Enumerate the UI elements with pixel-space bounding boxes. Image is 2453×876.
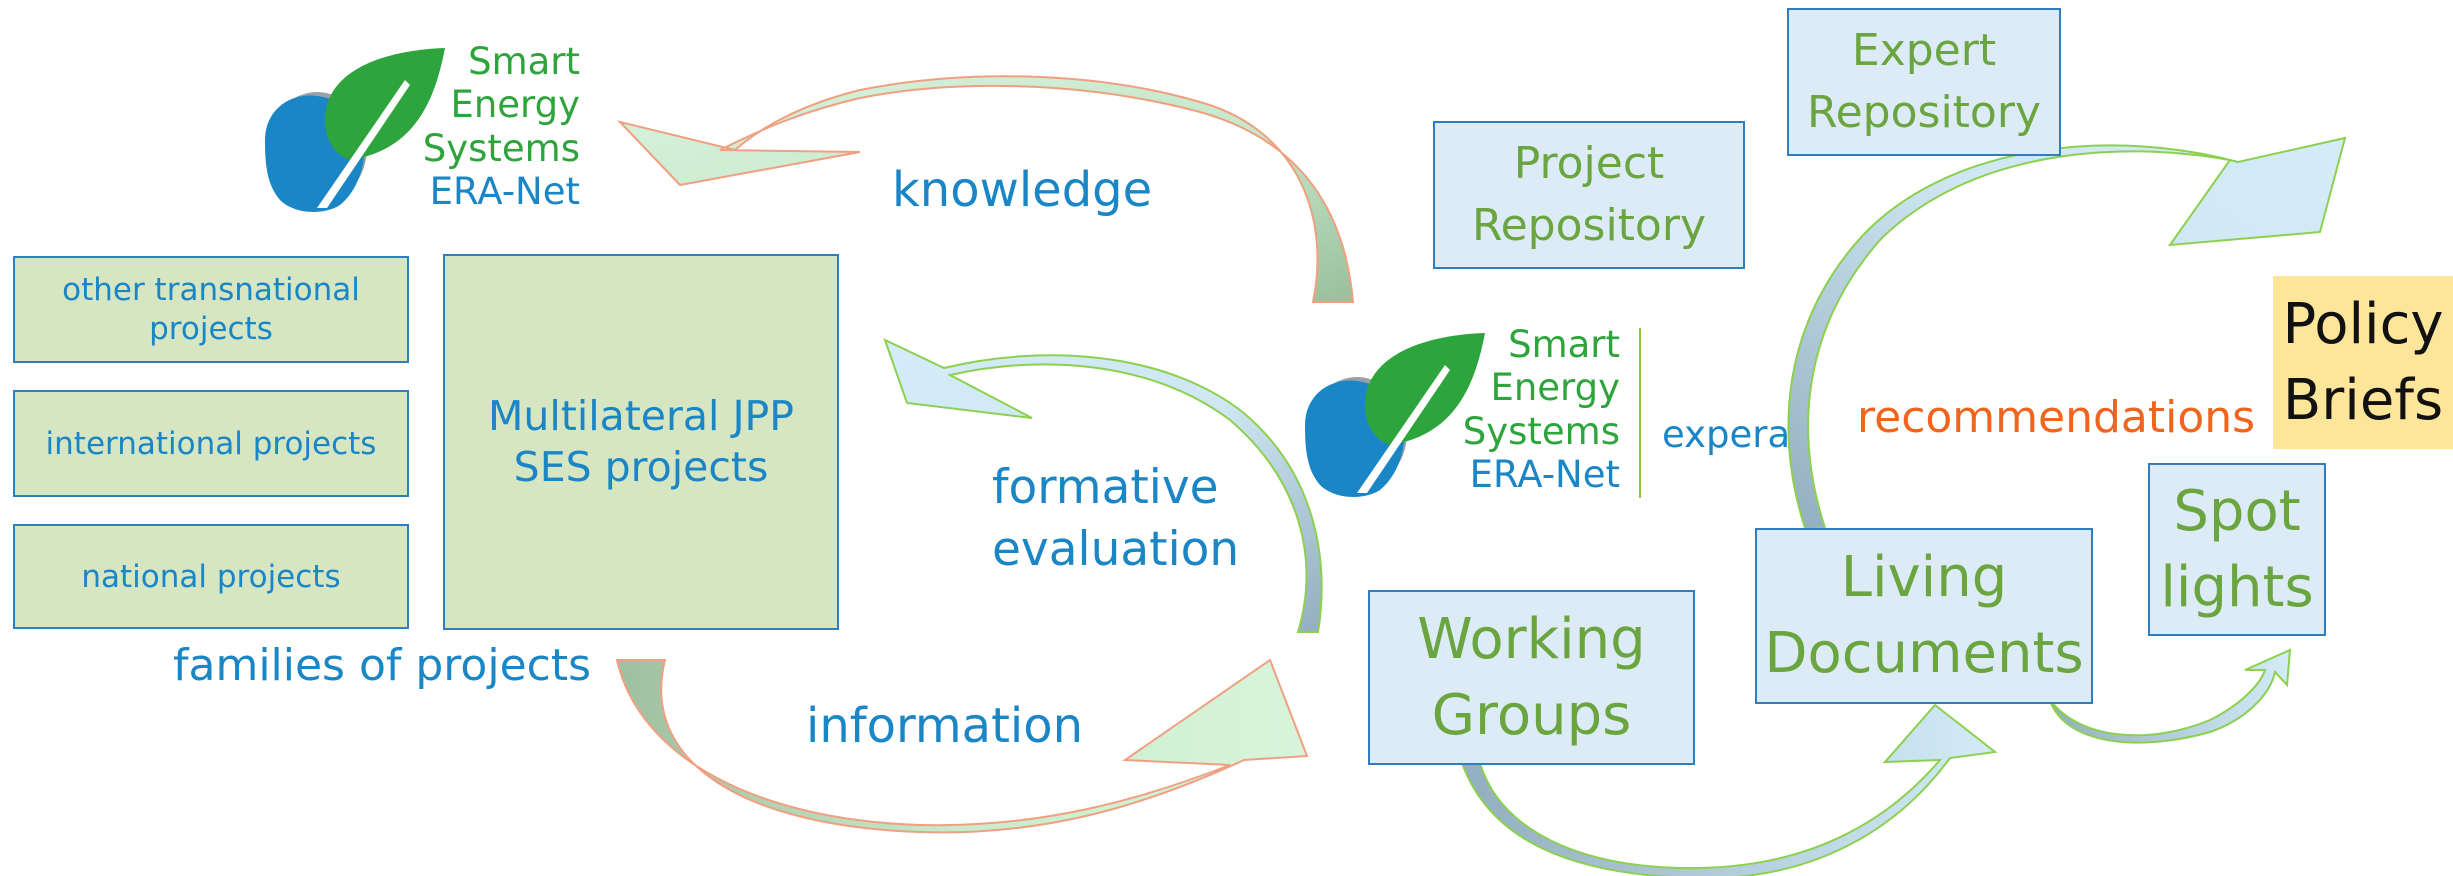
policy-briefs-line1: Policy (2282, 291, 2444, 357)
center-logo-line-smart: Smart (1508, 323, 1620, 366)
other-transnational-label: other transnational projects (62, 271, 360, 347)
recommendations-arrow (1787, 136, 2347, 529)
sesera-logo-center: Smart Energy Systems ERA-Net expera (1295, 323, 1795, 505)
expera-label: expera (1662, 413, 1791, 456)
other-transnational-projects-box: other transnational projects (13, 256, 409, 363)
formative-label: formative (992, 460, 1219, 515)
logo-divider (1639, 328, 1641, 498)
spotlights-line1: Spot (2173, 478, 2301, 544)
logo-line-energy: Energy (450, 83, 580, 127)
working-groups-box: Working Groups (1368, 590, 1695, 765)
logo-line-smart: Smart (468, 40, 580, 83)
leaf-logo-center-icon (1305, 333, 1485, 497)
recommendations-label: recommendations (1857, 392, 2256, 443)
living-docs-line2: Documents (1764, 621, 2084, 686)
working-groups-line1: Working (1417, 606, 1646, 672)
knowledge-label: knowledge (892, 162, 1153, 218)
national-projects-box: national projects (13, 524, 409, 629)
formative-arrow (883, 338, 1323, 633)
knowledge-arrow (616, 75, 1355, 303)
multilateral-label: Multilateral JPP SES projects (488, 391, 794, 491)
logo-line-systems: Systems (422, 126, 580, 170)
sesera-logo-top: Smart Energy Systems ERA-Net (255, 40, 595, 220)
families-of-projects-label: families of projects (173, 640, 591, 691)
policy-briefs-box: Policy Briefs (2273, 276, 2453, 449)
center-logo-line-eranet: ERA-Net (1469, 452, 1620, 496)
international-label: international projects (45, 425, 377, 462)
working-groups-line2: Groups (1431, 682, 1632, 748)
expert-repo-line2: Repository (1807, 87, 2041, 138)
center-logo-line-energy: Energy (1490, 366, 1620, 410)
living-docs-line1: Living (1840, 545, 2008, 611)
center-logo-line-systems: Systems (1462, 409, 1620, 453)
living-documents-box: Living Documents (1755, 528, 2093, 704)
project-repository-box: Project Repository (1433, 121, 1745, 269)
national-label: national projects (81, 558, 341, 595)
evaluation-label: evaluation (992, 522, 1240, 577)
logo-line-eranet: ERA-Net (429, 169, 580, 213)
project-repo-line1: Project (1513, 138, 1665, 190)
information-arrow (615, 658, 1309, 834)
spotlights-line2: lights (2160, 554, 2314, 620)
policy-briefs-line2: Briefs (2282, 367, 2444, 433)
leaf-logo-icon (265, 48, 445, 212)
ld-to-spot-arrow (2049, 648, 2292, 744)
expert-repository-box: Expert Repository (1787, 8, 2061, 156)
expert-repo-line1: Expert (1851, 25, 1997, 77)
multilateral-jpp-box: Multilateral JPP SES projects (443, 254, 839, 630)
spotlights-box: Spot lights (2148, 463, 2326, 636)
information-label: information (806, 698, 1084, 754)
international-projects-box: international projects (13, 390, 409, 497)
project-repo-line2: Repository (1472, 200, 1706, 251)
wg-to-ld-arrow (1460, 703, 1998, 876)
